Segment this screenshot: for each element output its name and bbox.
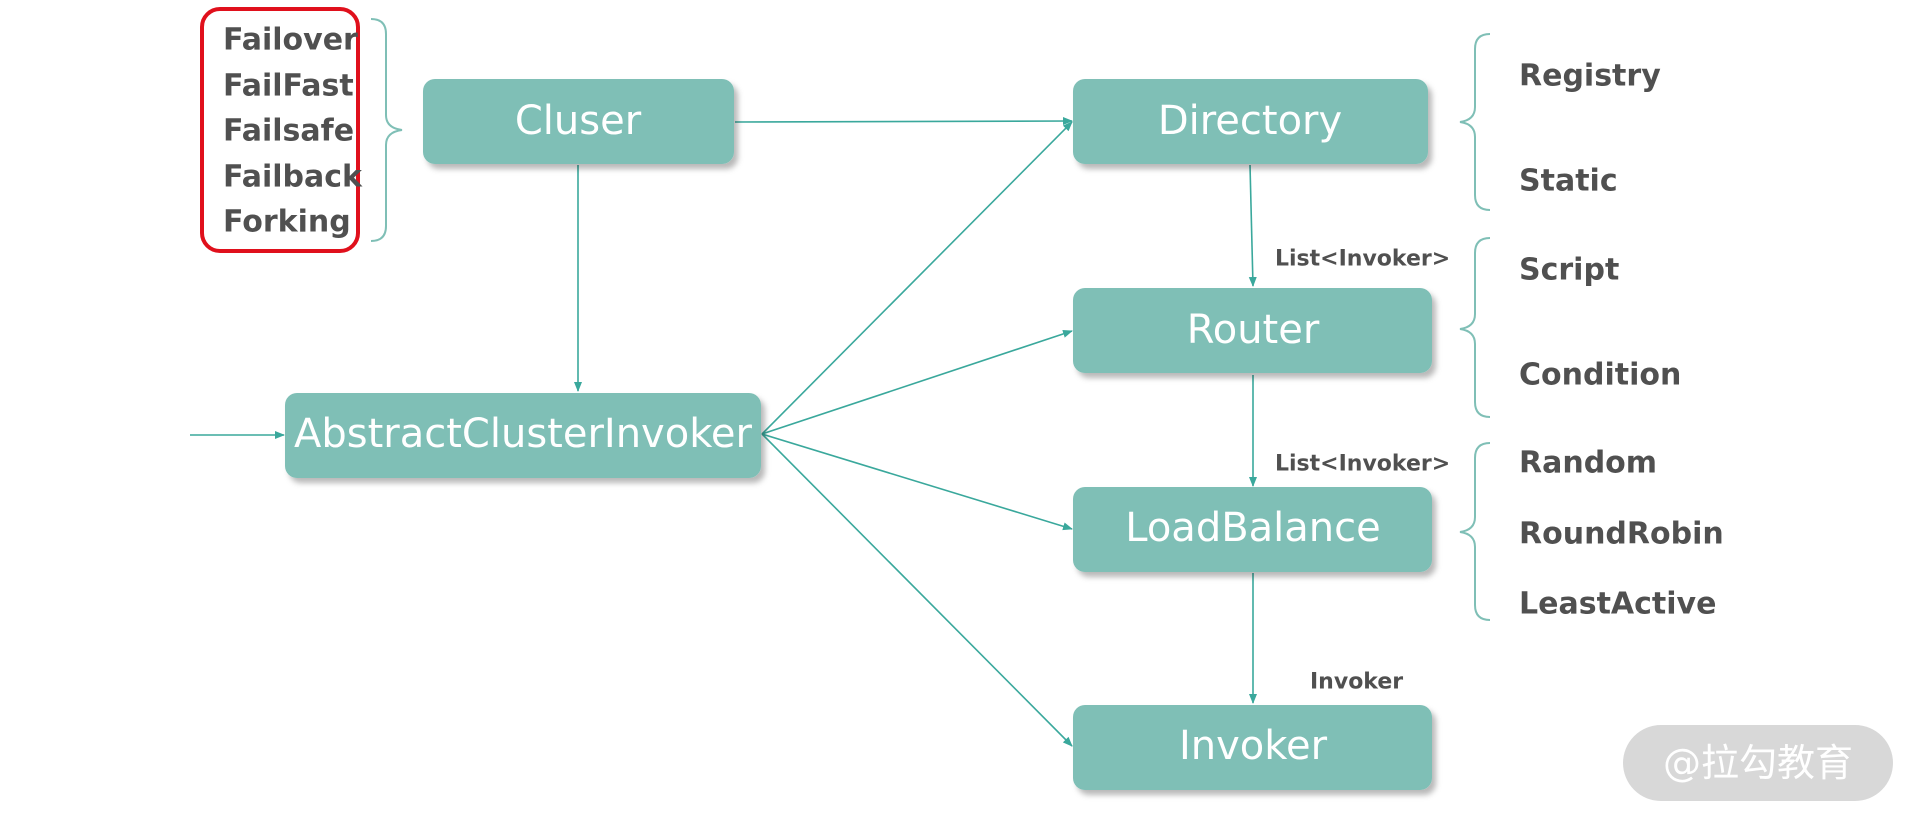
router-type-list: Script Condition — [1519, 253, 1681, 393]
abstract-invoker-to-invoker-arrow — [761, 433, 1073, 747]
directory-box: Directory — [1073, 79, 1428, 164]
router-type-script: Script — [1519, 253, 1619, 288]
load-balance-type-list: Random RoundRobin LeastActive — [1519, 446, 1724, 622]
cluser-to-directory-arrow — [734, 117, 1073, 126]
directory-to-router-edge-label: List<Invoker> — [1275, 247, 1450, 272]
abstract-invoker-to-directory-arrow — [761, 121, 1073, 435]
load-balance-box-label: LoadBalance — [1125, 505, 1381, 551]
invoker-box-label: Invoker — [1179, 723, 1328, 769]
directory-type-list: Registry Static — [1519, 59, 1661, 199]
strategy-failover: Failover — [223, 23, 358, 58]
strategy-failsafe: Failsafe — [223, 114, 354, 149]
invoker-box: Invoker — [1073, 705, 1432, 790]
load-balance-box: LoadBalance — [1073, 487, 1432, 572]
load-balance-type-roundrobin: RoundRobin — [1519, 517, 1724, 552]
directory-brace — [1459, 33, 1491, 211]
abstract-invoker-to-load-balance-arrow — [761, 433, 1073, 531]
load-balance-to-invoker-edge-label: Invoker — [1310, 670, 1403, 695]
directory-type-registry: Registry — [1519, 59, 1661, 94]
watermark-pill — [1623, 725, 1893, 801]
cluser-brace — [370, 18, 403, 242]
router-brace — [1459, 237, 1491, 418]
watermark-text: @拉勾教育 — [1663, 741, 1853, 785]
router-box: Router — [1073, 288, 1432, 373]
strategy-failfast: FailFast — [223, 69, 354, 104]
router-box-label: Router — [1187, 307, 1320, 353]
router-type-condition: Condition — [1519, 358, 1681, 393]
cluser-box: Cluser — [423, 79, 734, 164]
directory-box-label: Directory — [1158, 98, 1342, 144]
load-balance-brace — [1459, 442, 1491, 621]
cluster-strategy-list: Failover FailFast Failsafe Failback Fork… — [200, 7, 363, 253]
strategy-forking: Forking — [223, 205, 351, 240]
watermark: @拉勾教育 — [1623, 725, 1893, 801]
load-balance-type-random: Random — [1519, 446, 1657, 481]
strategy-failback: Failback — [223, 160, 363, 195]
directory-type-static: Static — [1519, 164, 1618, 199]
abstract-cluster-invoker-box-label: AbstractClusterInvoker — [294, 411, 753, 457]
abstract-cluster-invoker-box: AbstractClusterInvoker — [285, 393, 761, 478]
cluser-box-label: Cluser — [515, 98, 642, 144]
load-balance-type-leastactive: LeastActive — [1519, 587, 1716, 622]
router-to-load-balance-edge-label: List<Invoker> — [1275, 452, 1450, 477]
connectors — [190, 117, 1257, 747]
abstract-invoker-to-router-arrow — [761, 330, 1073, 435]
highlight-border — [200, 7, 360, 253]
directory-to-router-arrow — [1248, 164, 1257, 287]
